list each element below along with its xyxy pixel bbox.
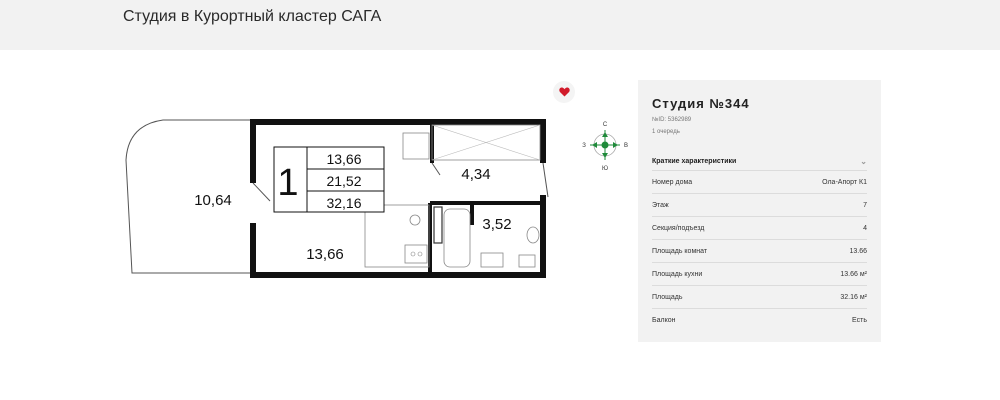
plan-legend [273,146,385,213]
legend-value-3: 32,16 [326,195,361,211]
row-label: Площадь комнат [652,247,708,255]
row-value: 7 [863,201,867,209]
balcony-outline [125,119,253,274]
compass-north: С [603,122,608,128]
row-label: Площадь [652,293,683,301]
apartment-title: Студия №344 [652,96,750,111]
row-value: 32.16 м² [840,293,867,301]
list-item: Номер дома Ола-Апорт К1 [652,170,867,193]
legend-value-1: 13,66 [326,151,361,167]
row-label: Балкон [652,316,676,324]
list-item: Площадь кухни 13.66 м² [652,262,867,285]
row-value: 13.66 [849,247,867,255]
row-label: Номер дома [652,178,693,186]
row-value: 4 [863,224,867,232]
bath-area-label: 3,52 [482,216,511,233]
row-value: Есть [852,316,867,324]
compass-west: З [582,143,586,149]
apartment-info-panel: Студия №344 №ID: 5362989 1 очередь Кратк… [638,80,881,342]
row-value: Ола-Апорт К1 [822,178,867,186]
floor-plan: 1 13,66 21,52 32,16 10,64 13,66 4,34 3,5… [125,119,549,278]
row-label: Секция/подъезд [652,224,705,232]
characteristics-list: Номер дома Ола-Апорт К1 Этаж 7 Секция/подъ… [652,170,867,331]
characteristics-title: Краткие характеристики [652,157,737,165]
row-value: 13.66 м² [840,270,867,278]
chevron-down-icon: ⌄ [860,156,867,166]
legend-value-2: 21,52 [326,173,361,189]
list-item: Балкон Есть [652,308,867,331]
room-area-label: 13,66 [306,246,344,263]
page-header: Студия в Курортный кластер САГА [0,0,1000,50]
heart-icon [558,87,570,97]
compass-icon: С Ю З В [582,122,628,172]
row-label: Этаж [652,201,669,209]
balcony-area-label: 10,64 [194,192,232,209]
list-item: Этаж 7 [652,193,867,216]
page-title: Студия в Курортный кластер САГА [123,8,382,25]
characteristics-toggle[interactable]: Краткие характеристики ⌄ [652,152,867,170]
hall-area-label: 4,34 [461,166,490,183]
rooms-count: 1 [277,162,298,204]
row-label: Площадь кухни [652,270,703,278]
apartment-id: №ID: 5362989 [652,117,692,123]
list-item: Площадь комнат 13.66 [652,239,867,262]
list-item: Площадь 32.16 м² [652,285,867,308]
apartment-queue: 1 очередь [652,129,680,135]
favorite-button[interactable] [553,81,575,103]
compass-south: Ю [602,166,608,172]
compass-east: В [624,143,628,149]
list-item: Секция/подъезд 4 [652,216,867,239]
